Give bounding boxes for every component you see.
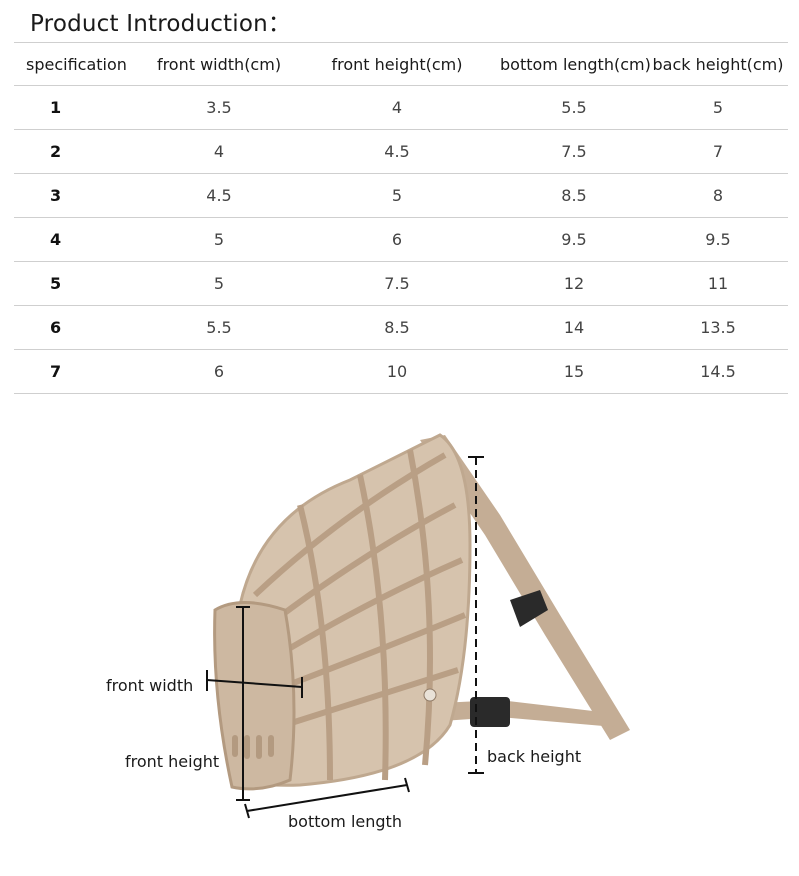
cell-front-width: 4.5 xyxy=(206,186,232,205)
cell-front-height: 8.5 xyxy=(384,318,410,337)
cell-back-height: 7 xyxy=(712,142,724,161)
cell-spec: 2 xyxy=(50,142,62,161)
label-front-height: front height xyxy=(125,752,219,771)
measure-lines xyxy=(206,456,484,819)
cell-bottom-length: 9.5 xyxy=(561,230,587,249)
table-row: 3 4.5 5 8.5 8 xyxy=(14,174,788,218)
cell-spec: 3 xyxy=(50,186,62,205)
cell-spec: 7 xyxy=(50,362,62,381)
muzzle-illustration: front width front height bottom length b… xyxy=(106,433,630,831)
cell-back-height: 14.5 xyxy=(700,362,736,381)
cell-back-height: 13.5 xyxy=(700,318,736,337)
cell-bottom-length: 5.5 xyxy=(561,98,587,117)
nose-vents xyxy=(232,735,274,759)
cell-front-height: 5 xyxy=(391,186,403,205)
header-front-width: front width(cm) xyxy=(156,54,282,74)
table-row: 6 5.5 8.5 14 13.5 xyxy=(14,306,788,350)
table-row: 5 5 7.5 12 11 xyxy=(14,262,788,306)
header-front-height: front height(cm) xyxy=(331,54,463,74)
page-title: Product Introduction： xyxy=(30,11,292,37)
cell-front-width: 6 xyxy=(213,362,225,381)
label-front-width: front width xyxy=(106,676,193,695)
nose-plate xyxy=(213,601,296,791)
cell-front-width: 4 xyxy=(213,142,225,161)
cell-front-height: 7.5 xyxy=(384,274,410,293)
header-bottom-length: bottom length(cm) xyxy=(500,54,651,74)
cell-front-width: 5.5 xyxy=(206,318,232,337)
cell-front-height: 6 xyxy=(391,230,403,249)
cell-front-height: 4.5 xyxy=(384,142,410,161)
table-row: 2 4 4.5 7.5 7 xyxy=(14,130,788,174)
cell-back-height: 8 xyxy=(712,186,724,205)
table-row: 4 5 6 9.5 9.5 xyxy=(14,218,788,262)
cell-back-height: 11 xyxy=(707,274,729,293)
cell-front-width: 5 xyxy=(213,274,225,293)
cell-spec: 1 xyxy=(50,98,62,117)
cell-front-height: 10 xyxy=(386,362,408,381)
cell-bottom-length: 7.5 xyxy=(561,142,587,161)
muzzle-diagram: front width front height bottom length b… xyxy=(0,395,799,872)
table-row: 7 6 10 15 14.5 xyxy=(14,350,788,394)
size-table: specification front width(cm) front heig… xyxy=(14,42,788,394)
cell-bottom-length: 8.5 xyxy=(561,186,587,205)
header-back-height: back height(cm) xyxy=(652,54,784,74)
cell-back-height: 9.5 xyxy=(705,230,731,249)
cell-front-height: 4 xyxy=(391,98,403,117)
table-header: specification front width(cm) front heig… xyxy=(14,42,788,86)
top-strap xyxy=(420,435,630,740)
side-buckle xyxy=(470,697,510,727)
cell-bottom-length: 14 xyxy=(563,318,585,337)
cell-spec: 6 xyxy=(50,318,62,337)
cell-front-width: 3.5 xyxy=(206,98,232,117)
top-buckle xyxy=(510,590,548,627)
rivet xyxy=(423,688,437,702)
cell-front-width: 5 xyxy=(213,230,225,249)
cell-back-height: 5 xyxy=(712,98,724,117)
cage-bars xyxy=(252,449,467,781)
table-row: 1 3.5 4 5.5 5 xyxy=(14,86,788,130)
label-bottom-length: bottom length xyxy=(288,812,402,831)
cell-spec: 4 xyxy=(50,230,62,249)
header-specification: specification xyxy=(26,54,127,74)
cell-bottom-length: 12 xyxy=(563,274,585,293)
cell-spec: 5 xyxy=(50,274,62,293)
label-back-height: back height xyxy=(487,747,581,766)
cell-bottom-length: 15 xyxy=(563,362,585,381)
